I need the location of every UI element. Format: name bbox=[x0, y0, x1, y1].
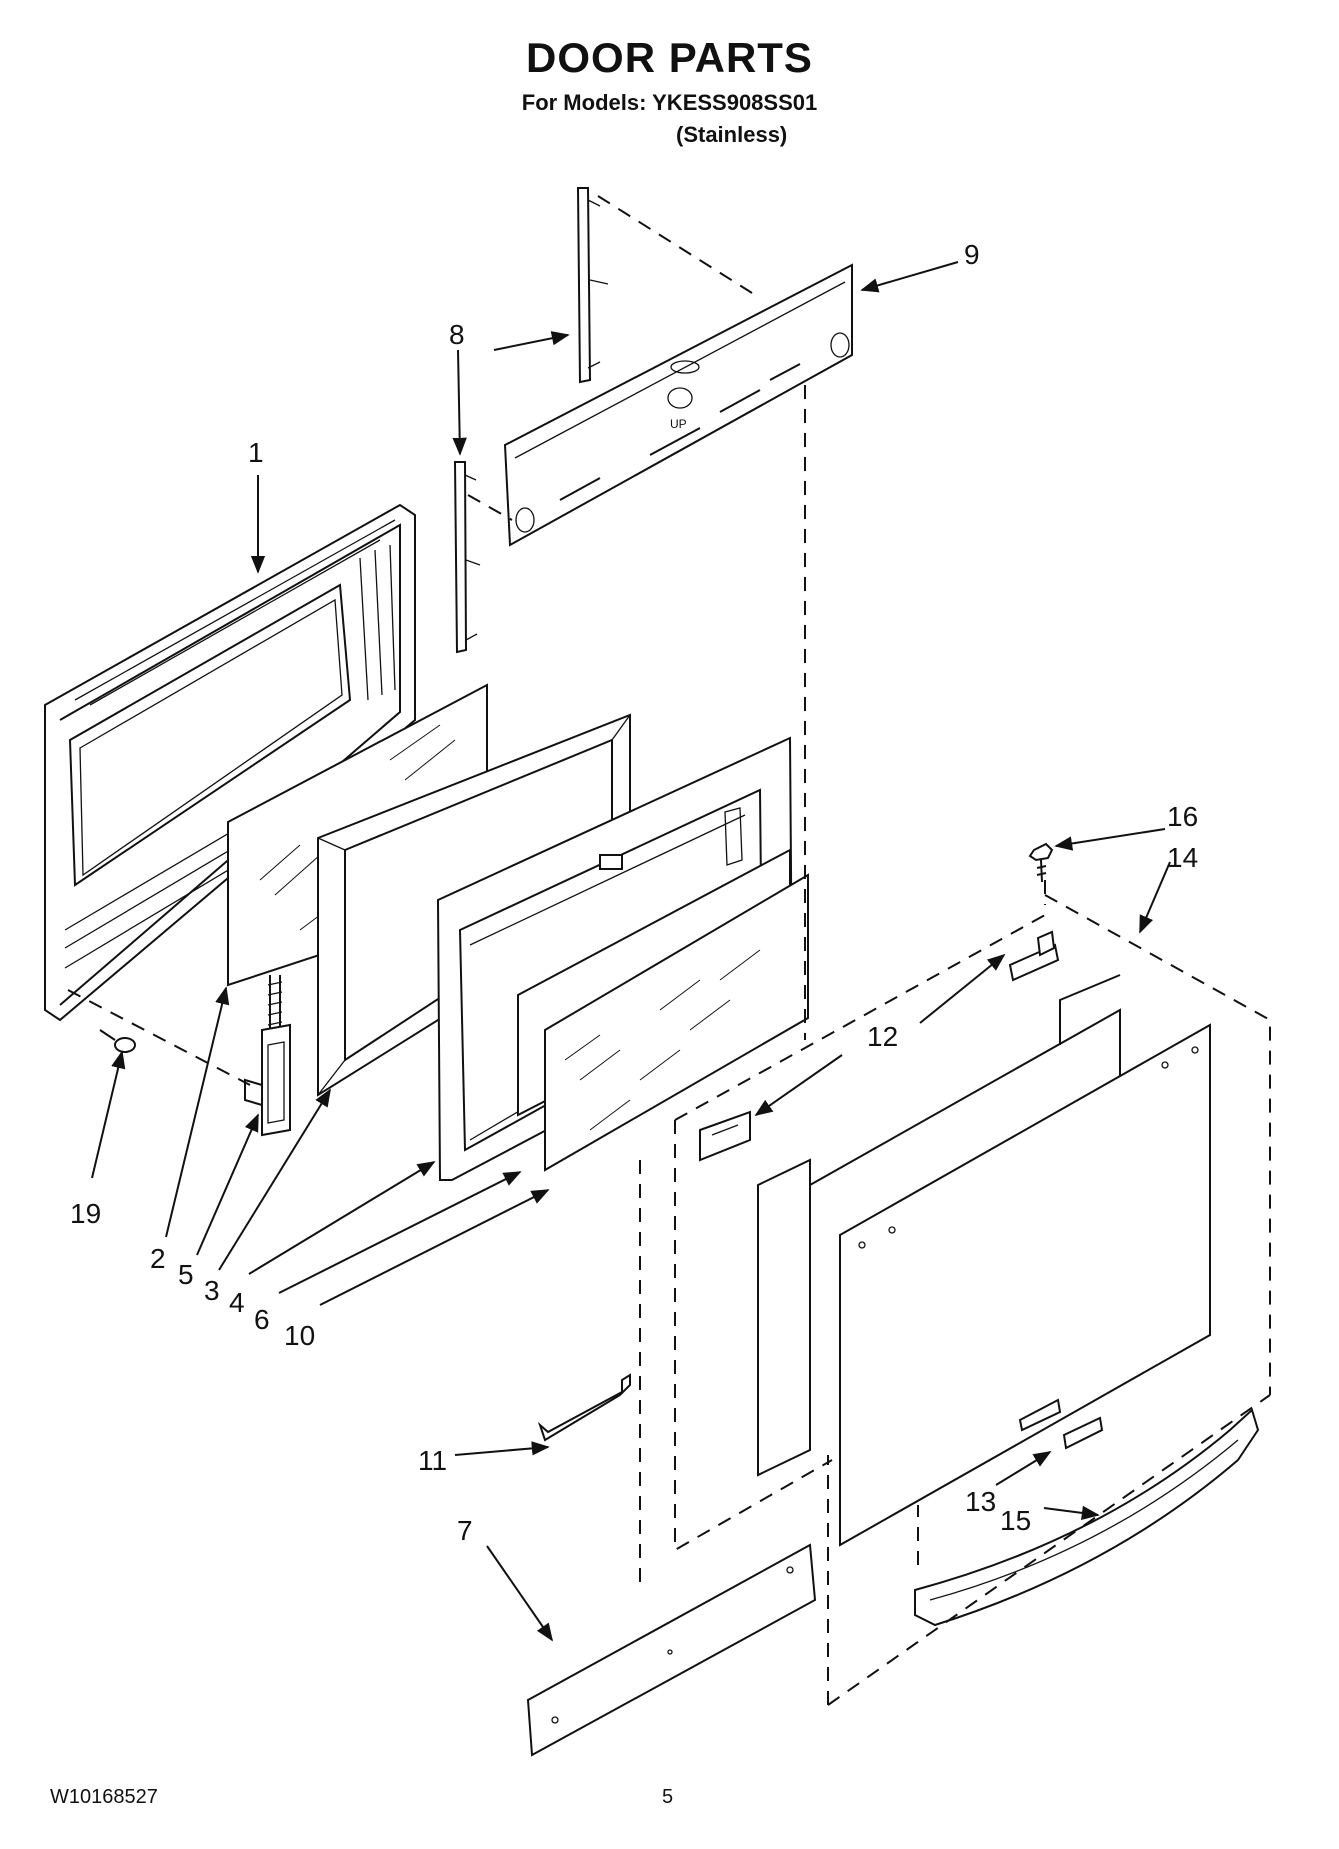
up-label: UP bbox=[670, 417, 687, 431]
callout-8: 8 bbox=[449, 319, 465, 350]
callout-15: 15 bbox=[1000, 1505, 1031, 1536]
callout-14: 14 bbox=[1167, 842, 1198, 873]
callout-11: 11 bbox=[418, 1445, 447, 1476]
page-title: DOOR PARTS bbox=[526, 34, 813, 81]
callout-7: 7 bbox=[457, 1515, 473, 1546]
callout-13: 13 bbox=[965, 1486, 996, 1517]
callout-numbers: 1 8 9 16 14 12 19 2 5 3 4 6 10 11 7 13 1… bbox=[70, 239, 1198, 1546]
callout-16: 16 bbox=[1167, 801, 1198, 832]
callout-19: 19 bbox=[70, 1198, 101, 1229]
callout-3: 3 bbox=[204, 1275, 220, 1306]
part-door-glass bbox=[517, 848, 809, 1172]
finish-label: (Stainless) bbox=[676, 122, 788, 147]
assembly-guide-lines bbox=[67, 195, 1271, 1706]
part-door-handle bbox=[914, 1408, 1260, 1627]
models-line: For Models: YKESS908SS01 bbox=[521, 90, 818, 115]
document-number: W10168527 bbox=[50, 1786, 158, 1808]
part-outer-door-panel bbox=[757, 974, 1211, 1547]
part-small-hardware bbox=[699, 842, 1060, 1162]
callout-5: 5 bbox=[178, 1259, 194, 1290]
callout-9: 9 bbox=[964, 239, 980, 270]
callout-12: 12 bbox=[867, 1021, 898, 1052]
part-lower-bracket bbox=[537, 1373, 631, 1442]
callout-2: 2 bbox=[150, 1243, 166, 1274]
callout-1: 1 bbox=[248, 437, 264, 468]
callout-10: 10 bbox=[284, 1320, 315, 1351]
part-brackets bbox=[453, 187, 609, 654]
callout-leaders bbox=[91, 261, 1171, 1642]
part-bottom-trim bbox=[526, 1543, 817, 1757]
page-number: 5 bbox=[662, 1786, 674, 1808]
part-vent-panel: UP bbox=[503, 263, 853, 547]
callout-6: 6 bbox=[254, 1304, 270, 1335]
callout-4: 4 bbox=[229, 1287, 245, 1318]
part-hinge bbox=[244, 975, 291, 1137]
part-outer-door-frame bbox=[44, 503, 416, 1053]
